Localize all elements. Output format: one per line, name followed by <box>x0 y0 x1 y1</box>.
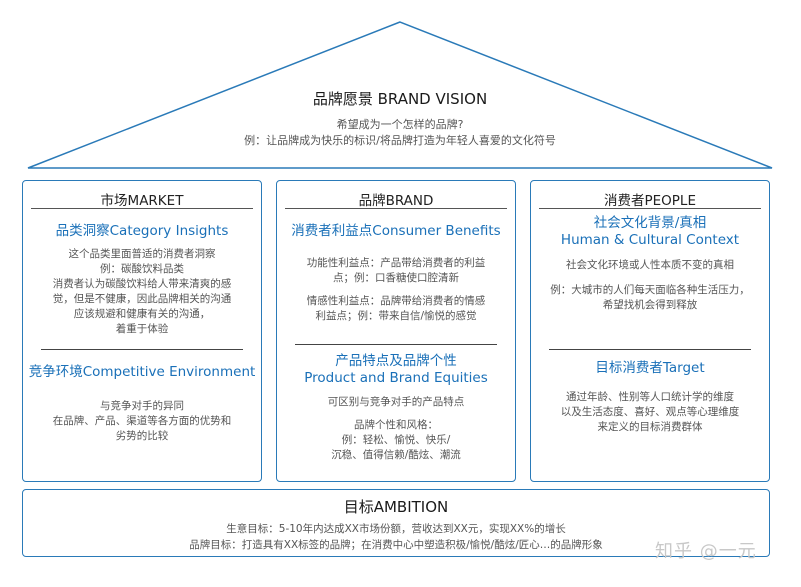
vision-example: 例：让品牌成为快乐的标识/将品牌打造为年轻人喜爱的文化符号 <box>244 134 556 147</box>
category-insights-body: 这个品类里面普适的消费者洞察 例：碳酸饮料品类 消费者认为碳酸饮料给人带来清爽的… <box>52 248 232 335</box>
ambition-title: 目标AMBITION <box>343 498 449 516</box>
consumer-benefits-title: 消费者利益点Consumer Benefits <box>291 223 501 239</box>
brand-header: 品牌BRAND <box>358 193 434 209</box>
human-cultural-context-body: 社会文化环境或人性本质不变的真相 例：大城市的人们每天面临各种生活压力， 希望找… <box>550 259 750 311</box>
market-divider <box>41 349 243 350</box>
people-divider <box>549 349 751 350</box>
business-goal: 生意目标：5-10年内达成XX市场份额，营收达到XX元，实现XX%的增长 <box>226 523 566 535</box>
brand-goal: 品牌目标：打造具有XX标签的品牌；在消费中心中塑造积极/愉悦/酷炫/匠心…的品牌… <box>189 539 603 551</box>
people-header: 消费者PEOPLE <box>604 193 696 209</box>
competitive-environment-title: 竞争环境Competitive Environment <box>28 364 256 380</box>
people-header-divider <box>539 208 761 209</box>
competitive-environment-body: 与竞争对手的异同 在品牌、产品、渠道等各方面的优势和 劣势的比较 <box>52 400 232 442</box>
consumer-benefits-body: 功能性利益点：产品带给消费者的利益 点；例：口香糖使口腔清新 情感性利益点：品牌… <box>306 257 486 322</box>
target-consumer-body: 通过年龄、性别等人口统计学的维度 以及生活态度、喜好、观点等心理维度 来定义的目… <box>560 391 740 433</box>
zhihu-watermark: 知乎 @一元 <box>655 541 757 562</box>
product-brand-equities-body: 可区别与竞争对手的产品特点 品牌个性和风格： 例：轻松、愉悦、快乐/ 沉稳、值得… <box>327 396 465 461</box>
brand-header-divider <box>285 208 507 209</box>
market-header-divider <box>31 208 253 209</box>
vision-question: 希望成为一个怎样的品牌? <box>336 118 464 131</box>
category-insights-title: 品类洞察Category Insights <box>55 223 229 239</box>
market-column: 市场MARKET 品类洞察Category Insights 这个品类里面普适的… <box>22 180 262 482</box>
market-header: 市场MARKET <box>100 193 184 209</box>
people-column: 消费者PEOPLE 社会文化背景/真相 Human & Cultural Con… <box>530 180 770 482</box>
vision-title: 品牌愿景 BRAND VISION <box>312 90 488 108</box>
human-cultural-context-title: 社会文化背景/真相 Human & Cultural Context <box>560 215 740 248</box>
brand-divider <box>295 344 497 345</box>
product-brand-equities-title: 产品特点及品牌个性 Product and Brand Equities <box>304 353 488 386</box>
ambition-box: 目标AMBITION 生意目标：5-10年内达成XX市场份额，营收达到XX元，实… <box>22 489 770 557</box>
target-consumer-title: 目标消费者Target <box>595 360 705 376</box>
roof-shape <box>27 21 773 169</box>
brand-column: 品牌BRAND 消费者利益点Consumer Benefits 功能性利益点：产… <box>276 180 516 482</box>
